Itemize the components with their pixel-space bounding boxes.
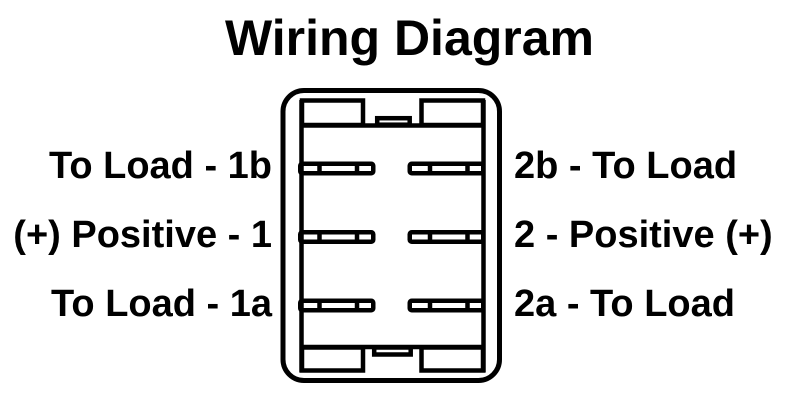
- label-positive-1: (+) Positive - 1: [13, 214, 272, 256]
- label-to-load-2b: 2b - To Load: [514, 145, 738, 187]
- connector-key-tabs: [299, 98, 486, 373]
- terminal-2a: [407, 298, 486, 313]
- label-positive-2: 2 - Positive (+): [514, 214, 773, 256]
- terminal-1a: [298, 298, 376, 313]
- key-block-bottom-right: [419, 345, 486, 373]
- terminal-2: [407, 230, 486, 244]
- label-to-load-2a: 2a - To Load: [514, 283, 735, 325]
- key-tab-top-center: [374, 115, 412, 127]
- terminal-1: [298, 230, 376, 244]
- terminal-2b: [407, 161, 486, 176]
- key-block-top-right: [419, 98, 486, 128]
- label-to-load-1b: To Load - 1b: [48, 145, 272, 187]
- page-title: Wiring Diagram: [224, 10, 595, 66]
- key-block-bottom-left: [299, 345, 366, 373]
- key-block-top-left: [299, 98, 366, 128]
- label-to-load-1a: To Load - 1a: [51, 283, 272, 325]
- key-tab-bottom-center: [371, 345, 413, 357]
- terminal-1b: [298, 161, 376, 176]
